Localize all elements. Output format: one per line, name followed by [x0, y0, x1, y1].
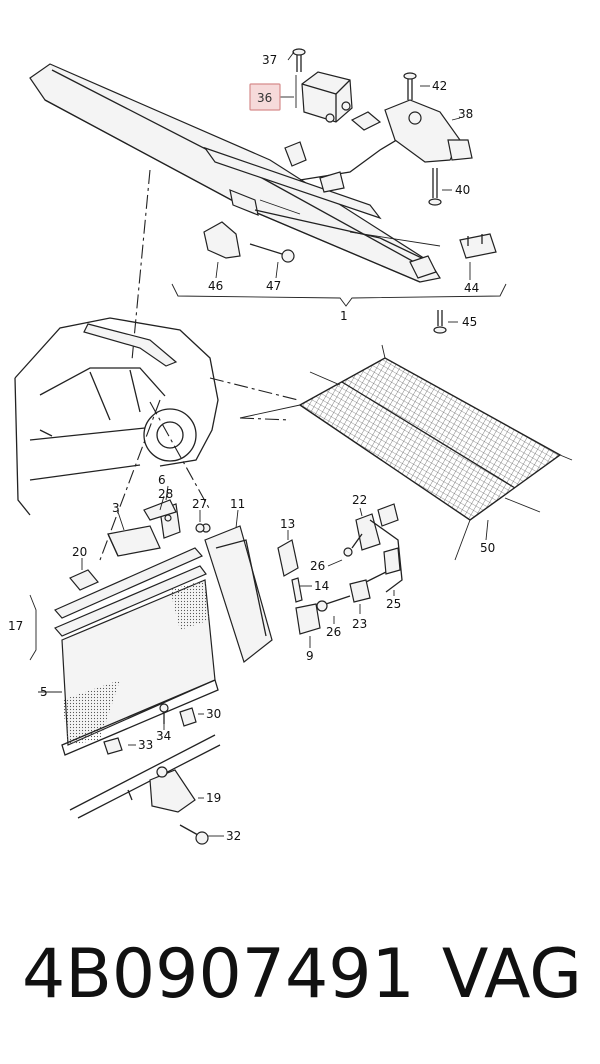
callout-33: 33 — [138, 738, 153, 752]
callout-22: 22 — [352, 493, 367, 507]
callout-40: 40 — [455, 183, 470, 197]
callout-13: 13 — [280, 517, 295, 531]
footer: 4B0907491 VAG — [0, 925, 600, 1035]
callout-32: 32 — [226, 829, 241, 843]
callout-46: 46 — [208, 279, 223, 293]
callout-38: 38 — [458, 107, 473, 121]
callout-5: 5 — [40, 685, 48, 699]
holder-22 — [355, 503, 399, 551]
callout-37: 37 — [262, 53, 277, 67]
callout-labels: 37 36 42 38 40 44 46 47 1 45 50 28 27 11… — [8, 53, 495, 843]
callout-47: 47 — [266, 279, 281, 293]
screw-26b — [316, 595, 351, 612]
part-number: 4B0907491 — [22, 935, 415, 1014]
callout-27: 27 — [192, 497, 207, 511]
screw-47 — [249, 243, 295, 263]
leader-blind-to-car — [131, 169, 151, 361]
roller-blind-assembly — [29, 63, 473, 283]
screw-40 — [428, 168, 442, 206]
callout-17: 17 — [8, 619, 23, 633]
side-blind-5 — [61, 579, 219, 756]
callout-45: 45 — [462, 315, 477, 329]
end-cap-46 — [203, 221, 241, 259]
callout-1: 1 — [340, 309, 348, 323]
callout-44: 44 — [464, 281, 479, 295]
knob-9 — [295, 603, 321, 635]
leader-net — [239, 417, 291, 421]
clip-27 — [195, 523, 205, 533]
callout-25: 25 — [386, 597, 401, 611]
leader-car-to-side — [99, 399, 161, 561]
callout-26b: 26 — [326, 625, 341, 639]
screw-34 — [159, 703, 169, 724]
callout-20: 20 — [72, 545, 87, 559]
screw-32 — [179, 824, 209, 845]
bracket-3 — [107, 525, 161, 557]
callout-34: 34 — [156, 729, 171, 743]
car-outline — [14, 317, 219, 516]
handle-13 — [277, 539, 299, 577]
clip-33 — [103, 737, 123, 755]
pivot-23 — [349, 571, 387, 603]
leader-car-to-net — [209, 377, 299, 401]
callout-6: 6 — [158, 473, 166, 487]
clip-30 — [179, 707, 197, 727]
cap-20 — [69, 569, 99, 591]
highlight-box — [249, 83, 281, 111]
group-bracket-1 — [171, 283, 507, 307]
parts-diagram: 37 36 42 38 40 44 46 47 1 45 50 28 27 11… — [8, 48, 573, 845]
callout-30: 30 — [206, 707, 221, 721]
screw-26a — [343, 533, 363, 557]
callout-3: 3 — [112, 501, 120, 515]
leader-car-to-panel — [149, 401, 211, 511]
callout-11: 11 — [230, 497, 245, 511]
side-rail-17 — [29, 547, 207, 661]
callout-14: 14 — [314, 579, 329, 593]
bracket-25 — [369, 519, 403, 593]
clip-44 — [459, 233, 497, 259]
callout-36: 36 — [257, 91, 272, 105]
control-unit — [295, 71, 353, 123]
callout-26a: 26 — [310, 559, 325, 573]
luggage-net — [239, 344, 573, 561]
guide-rail-19 — [69, 734, 221, 819]
screw-42 — [403, 72, 417, 100]
screw-37 — [292, 48, 306, 72]
brand-name: VAG — [441, 935, 582, 1014]
leader-lines — [38, 51, 489, 837]
callout-23: 23 — [352, 617, 367, 631]
screw-45 — [433, 310, 447, 334]
callout-42: 42 — [432, 79, 447, 93]
callout-19: 19 — [206, 791, 221, 805]
callout-28: 28 — [158, 487, 173, 501]
callout-9: 9 — [306, 649, 314, 663]
pin-14 — [291, 577, 303, 603]
callout-50: 50 — [480, 541, 495, 555]
panel-11 — [201, 523, 273, 664]
